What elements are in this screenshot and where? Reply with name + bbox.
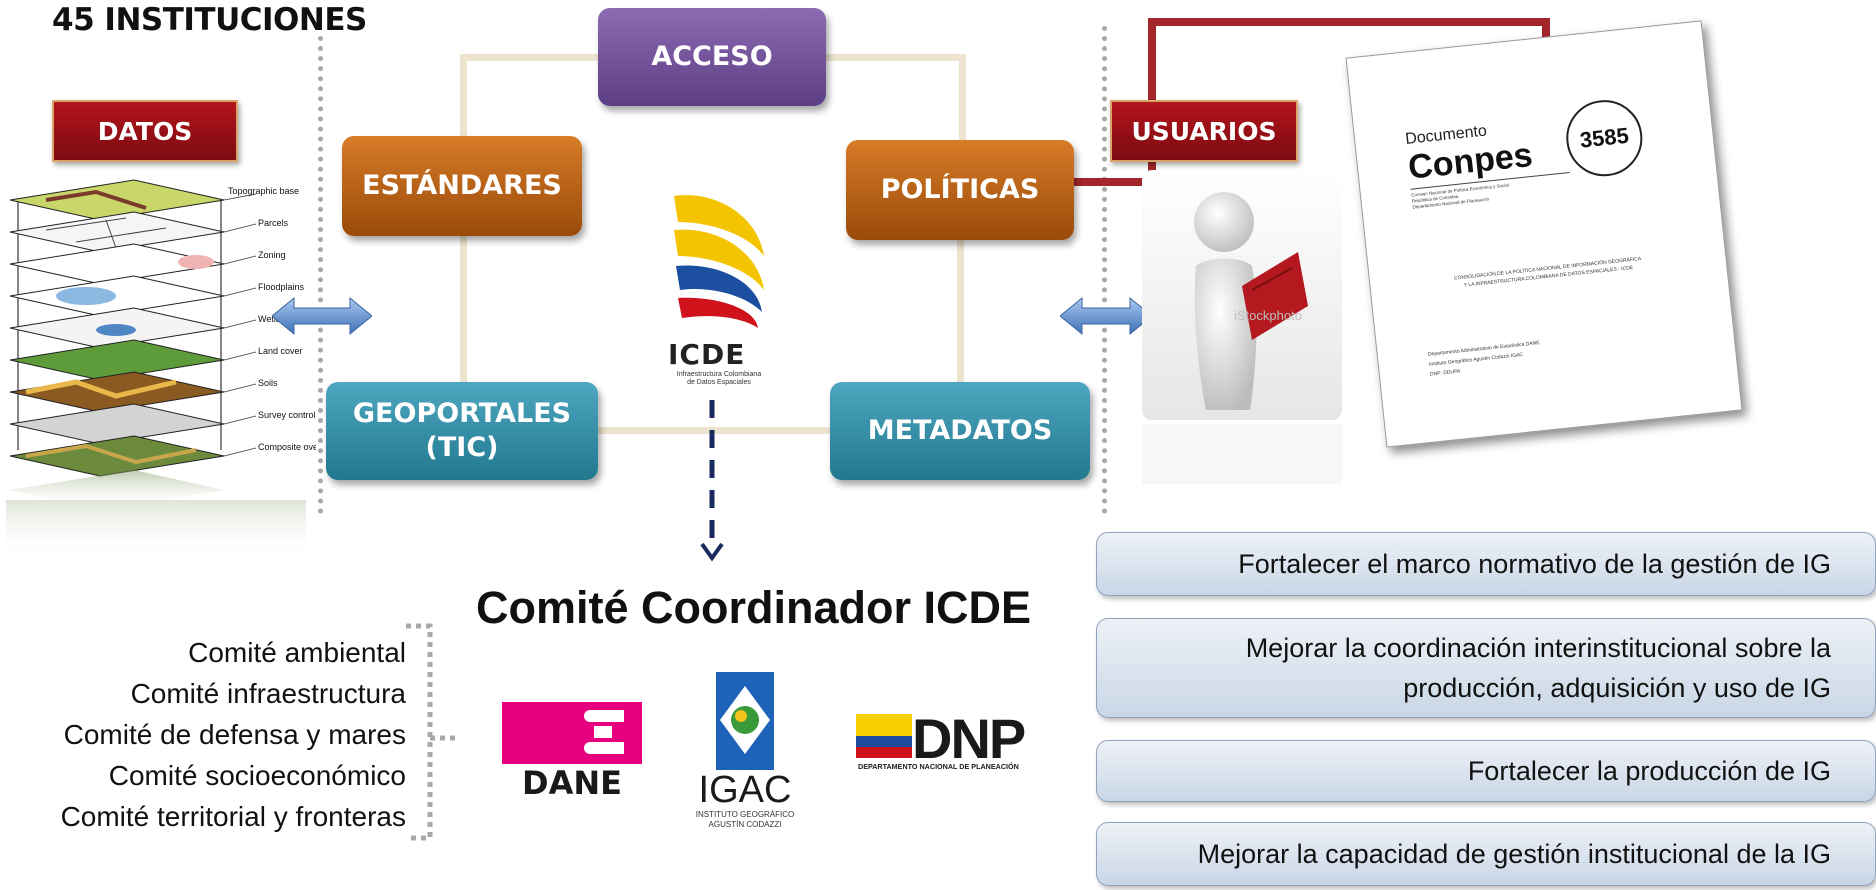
layer-label-1: Parcels [258,218,289,228]
doc-number-badge: 3585 [1562,96,1647,180]
committee-item: Comité socioeconómico [108,760,406,791]
node-metadatos-text: METADATOS [867,415,1053,447]
node-estandares-text: ESTÁNDARES [362,170,562,202]
icde-to-committee-dashed-arrow [700,400,724,562]
layer-composite-band [25,443,197,465]
red-book-spine [1251,267,1293,291]
committee-item: Comité de defensa y mares [63,719,406,750]
doc-title: CONSOLIDACIÓN DE LA POLÍTICA NACIONAL DE… [1400,249,1696,296]
committee-list: Comité ambiental Comité infraestructura … [61,632,406,837]
datos-label-text: DATOS [97,116,193,146]
datos-label: DATOS [52,100,238,162]
layer-soils-band [25,379,177,399]
layer-floodplains [9,275,225,317]
node-geoportales: GEOPORTALES (TIC) [326,382,598,480]
objective-box: Fortalecer el marco normativo de la gest… [1096,532,1876,596]
layer-parcels [9,211,225,253]
igac-logo-text: IGAC [699,769,792,811]
reader-figure-image: iStockphoto [1142,170,1342,484]
dnp-logo-text: DNP [912,707,1025,770]
dane-logo-text: DANE [522,764,622,798]
layer-label-3: Floodplains [258,282,305,292]
icde-logo-swoosh-red [678,297,758,328]
committee-item: Comité territorial y fronteras [60,801,406,832]
connector-acceso-estandares-v [460,54,467,138]
datos-double-arrow-icon [272,296,372,336]
layer-reflection-fade [6,500,306,560]
node-acceso-text: ACCESO [651,41,773,73]
conpes-document-image: Documento Conpes 3585 Consejo Nacional d… [1345,20,1743,448]
objective-text: Fortalecer el marco normativo de la gest… [1238,549,1831,579]
layer-label-2: Zoning [258,250,286,260]
objective-box: Mejorar la coordinación interinstitucion… [1096,618,1876,718]
layer-label-5: Land cover [258,346,303,356]
layer-label-0: Topographic base [228,186,299,196]
dnp-flag-yellow [856,714,912,736]
icde-logo-line1: Infraestructura Colombiana [677,371,762,378]
node-geoportales-text-2: (TIC) [425,432,499,463]
layer-floodplains-water [56,287,116,305]
connector-acceso-politicas-v [959,54,966,142]
right-divider [1102,26,1107,514]
icde-logo-name: ICDE [668,338,745,371]
node-politicas-text: POLÍTICAS [880,174,1040,206]
objective-text: Fortalecer la producción de IG [1467,756,1831,786]
dnp-flag-red [856,747,912,758]
icde-logo: ICDE Infraestructura Colombiana de Datos… [668,195,764,386]
doc-number: 3585 [1578,122,1630,153]
usuarios-label-text: USUARIOS [1131,116,1277,146]
layer-survey [9,403,225,445]
layer-topographic-road [45,189,147,210]
igac-logo-sub-2: AGUSTÍN CODAZZI [709,820,782,829]
layer-label-8: Composite overlay [258,442,316,452]
doc-institutions: Departamento Administrativo de Estadísti… [1427,338,1542,380]
icde-logo-swoosh-yellow [674,195,764,256]
objective-text: Mejorar la capacidad de gestión instituc… [1197,839,1831,869]
reader-head-icon [1194,192,1254,252]
objective-text: Mejorar la coordinación interinstitucion… [1245,633,1831,703]
usuarios-label: USUARIOS [1110,100,1298,162]
node-metadatos: METADATOS [830,382,1090,480]
layer-soils [9,371,225,413]
layer-label-7: Survey control [258,410,316,420]
igac-logo: IGAC INSTITUTO GEOGRÁFICO AGUSTÍN CODAZZ… [696,672,795,829]
layer-land-cover [9,339,225,381]
dane-logo: DANE [502,702,642,798]
objective-box: Fortalecer la producción de IG [1096,740,1876,802]
reader-body-icon [1194,258,1257,410]
dnp-logo-sub: DEPARTAMENTO NACIONAL DE PLANEACIÓN [858,762,1019,771]
igac-logo-sub-1: INSTITUTO GEOGRÁFICO [696,810,795,819]
connector-estandares-geoportales [460,234,467,384]
connector-politicas-metadatos [957,238,964,384]
layer-zoning-patch [178,255,214,269]
layer-label-6: Soils [258,378,278,388]
red-book-icon [1242,252,1308,340]
committee-item: Comité ambiental [188,637,406,668]
committee-title: Comité Coordinador ICDE [476,582,1032,633]
usuarios-double-arrow-icon [1060,296,1152,336]
icde-logo-swoosh-blue [676,265,762,312]
data-layers-illustration: Topographic base Parcels Zoning Floodpla… [6,179,316,560]
objective-box: Mejorar la capacidad de gestión instituc… [1096,822,1876,886]
icde-logo-swoosh-yellow-2 [674,229,764,290]
connector-acceso-estandares-h [462,54,600,61]
node-estandares: ESTÁNDARES [342,136,582,236]
page-title: 45 INSTITUCIONES [52,2,367,38]
layer-wetlands-water [96,324,136,336]
node-acceso: ACCESO [598,8,826,106]
reader-reflection [1142,424,1342,484]
icde-logo-line2: de Datos Espaciales [687,379,751,386]
stock-watermark: iStockphoto [1234,308,1302,323]
connector-acceso-politicas-h [826,54,966,61]
node-politicas: POLÍTICAS [846,140,1074,240]
committee-item: Comité infraestructura [130,678,406,709]
layer-parcels-lines [45,217,167,249]
node-geoportales-text-1: GEOPORTALES [352,398,572,430]
left-divider [318,36,323,514]
dnp-flag-blue [856,736,912,747]
dnp-logo: DNP DEPARTAMENTO NACIONAL DE PLANEACIÓN [856,707,1027,771]
committee-bracket [406,623,460,841]
